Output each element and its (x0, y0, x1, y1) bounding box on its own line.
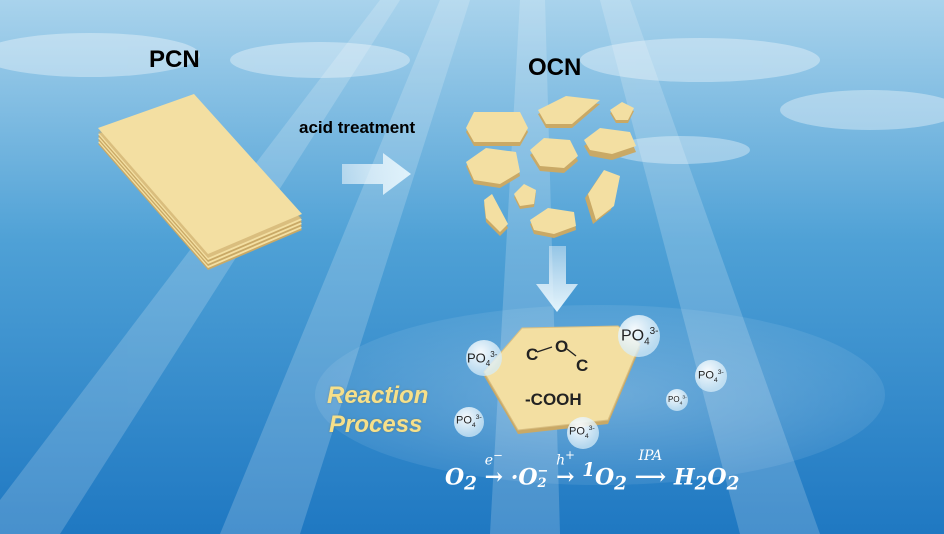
pcn-stack (98, 94, 302, 270)
acid-treatment-label: acid treatment (299, 118, 416, 137)
reaction-line-1: Reaction (327, 382, 429, 409)
ocn-flake (610, 102, 634, 123)
hole-step: h+→ (556, 448, 575, 491)
ocn-sheet (483, 325, 641, 434)
ocn-flake (585, 170, 620, 224)
ocn-flake (466, 112, 528, 146)
bubble (618, 315, 660, 357)
phosphate-label: PO43- (456, 414, 482, 429)
ocn-flake (514, 184, 536, 209)
bubble (666, 389, 688, 411)
phosphate-label: PO43- (569, 425, 595, 440)
phosphate-bubbles (454, 315, 727, 449)
phosphate-label: PO43- (698, 369, 724, 384)
ocn-flake (466, 148, 520, 188)
ocn-fragments (466, 96, 636, 238)
reaction-equation: O2 e−→ ·O−2 h+→ 1O2 IPA⟶ H2O2 (445, 448, 740, 495)
ether-carbon-1: C (526, 345, 539, 364)
ocn-flake (484, 194, 508, 236)
phosphate-label: PO43- (621, 326, 659, 348)
bubble (454, 407, 484, 437)
phosphate-label: PO43- (668, 395, 687, 407)
acid-treatment-arrow (342, 153, 411, 195)
bubble (695, 360, 727, 392)
ipa-step: IPA⟶ (634, 448, 667, 491)
ether-bonds (536, 346, 577, 357)
carboxyl-label: -COOH (525, 390, 582, 409)
bubble (567, 417, 599, 449)
ether-oxygen: O (555, 337, 569, 356)
ocn-flake (538, 96, 600, 128)
reaction-process-label: Reaction Process (327, 381, 428, 439)
ocn-flake (584, 128, 636, 160)
ether-carbon-2: C (576, 356, 589, 375)
reaction-line-2: Process (329, 411, 423, 438)
ocn-flake (530, 138, 578, 173)
ocn-label: OCN (528, 54, 582, 81)
down-arrow (536, 246, 578, 312)
clouds (0, 33, 944, 164)
bubble (466, 340, 502, 376)
phosphate-label: PO43- (467, 350, 498, 368)
ocn-flake (530, 208, 576, 238)
electron-step: e−→ (484, 448, 504, 491)
pcn-label: PCN (149, 46, 200, 73)
